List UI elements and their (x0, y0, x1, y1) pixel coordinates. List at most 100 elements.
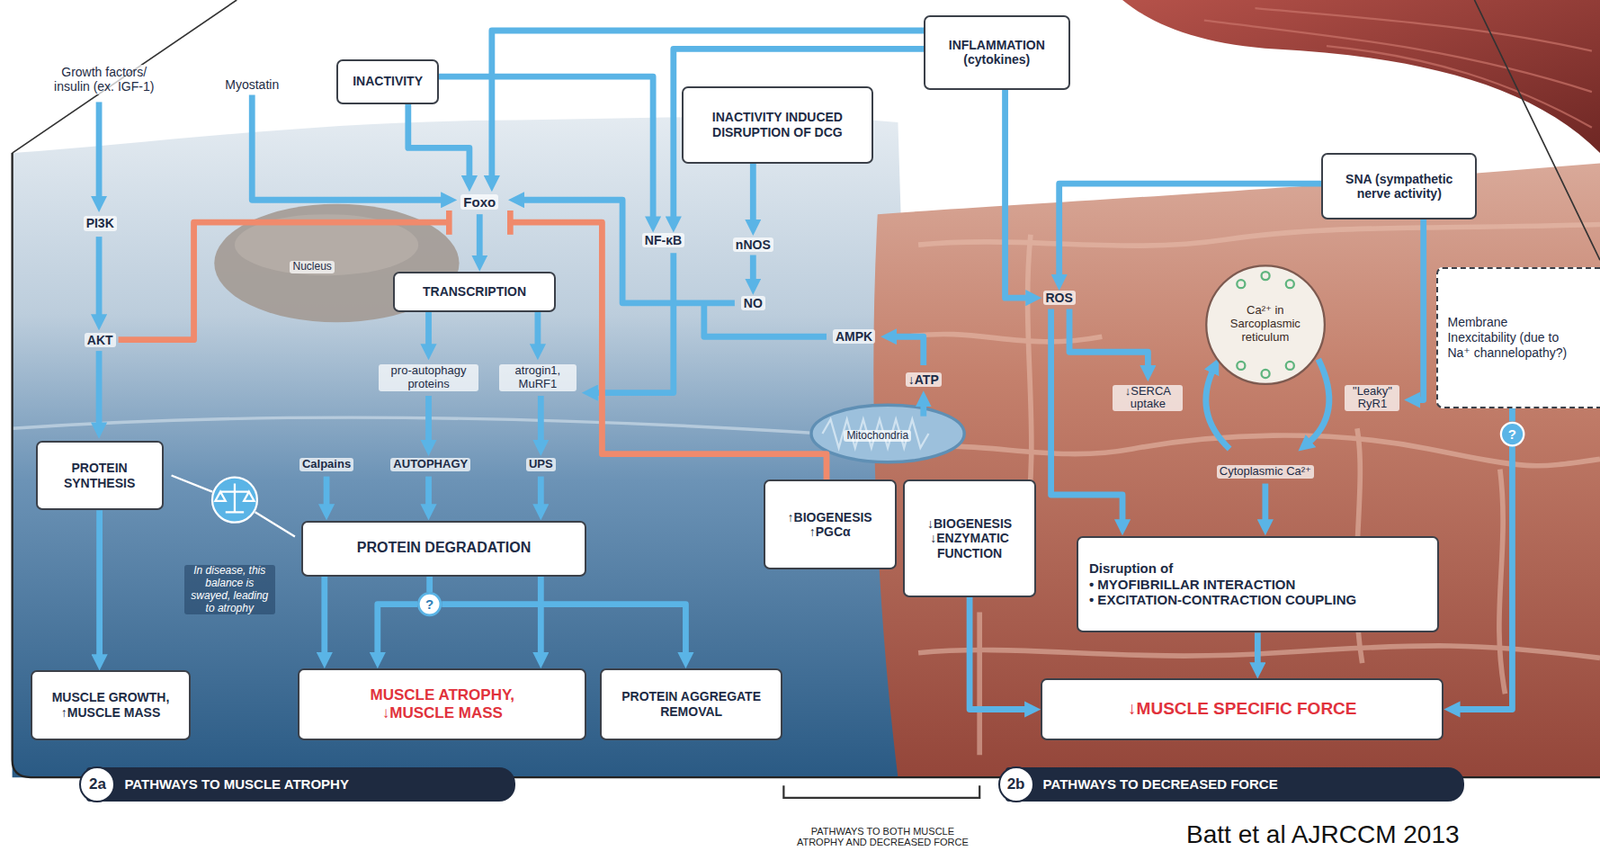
process-box: ↑BIOGENESIS ↑PGCα (763, 479, 897, 570)
drawn-path (96, 350, 103, 429)
node-text: INACTIVITY INDUCED DISRUPTION OF DCG (694, 109, 861, 140)
calcium-dot (1236, 361, 1245, 370)
reticulum-circle: Ca²⁺ in Sarcoplasmic reticulum (1204, 263, 1327, 386)
node-text: ↑BIOGENESIS ↑PGCα (776, 509, 885, 540)
signal-arrow (426, 576, 433, 592)
balance-icon (212, 477, 258, 523)
signal-label: Cytoplasmic Ca²⁺ (1216, 464, 1314, 479)
signal-label: ROS (1043, 290, 1076, 305)
drawn-path (537, 476, 545, 510)
node-text: SNA (sympathetic nerve activity) (1333, 171, 1465, 202)
panel-number: 2b (998, 766, 1035, 803)
drawn-path (323, 476, 331, 510)
drawn-path (96, 101, 103, 202)
muscle-fiber (12, 116, 919, 778)
calcium-dot (1260, 271, 1270, 280)
signal-label: ↓ATP (905, 372, 942, 387)
calcium-dot (1236, 279, 1245, 288)
panel-band: 2aPATHWAYS TO MUSCLE ATROPHY (86, 767, 516, 801)
drawn-path (1499, 469, 1506, 694)
signal-label: AMPK (832, 329, 876, 344)
signal-label: Foxo (460, 194, 499, 210)
process-box: Disruption of• MYOFIBRILLAR INTERACTION•… (1076, 536, 1440, 634)
signal-arrow (1454, 446, 1513, 710)
calcium-dot (1286, 279, 1295, 288)
drawn-path (1414, 208, 1424, 400)
signal-label: Batt et al AJRCCM 2013 (1183, 820, 1462, 850)
node-text: PATHWAYS TO DECREASED FORCE (1043, 776, 1279, 792)
node-text: PATHWAYS TO MUSCLE ATROPHY (124, 776, 349, 792)
signal-label: NO (741, 295, 766, 311)
outcome-box: ↓MUSCLE SPECIFIC FORCE (1040, 678, 1444, 740)
mitochondrion (811, 404, 965, 463)
node-text: MUSCLE ATROPHY, ↓MUSCLE MASS (348, 686, 537, 723)
drawn-path (976, 611, 983, 755)
leader-line (171, 474, 295, 537)
signal-label: ↓SERCA uptake (1112, 384, 1183, 412)
drawn-path (425, 476, 432, 510)
signal-label: Myostatin (222, 77, 282, 92)
node-text: ↓MUSCLE SPECIFIC FORCE (1127, 698, 1357, 719)
drawn-path (704, 303, 827, 337)
factor-box: SNA (sympathetic nerve activity) (1321, 152, 1477, 220)
node-text: ? (1508, 426, 1517, 442)
drawn-path (476, 214, 483, 261)
signal-label: AKT (84, 332, 117, 348)
node-text: ? (425, 596, 434, 612)
node-text: ↓BIOGENESIS ↓ENZYMATIC FUNCTION (915, 516, 1024, 562)
node-text: MUSCLE GROWTH, ↑MUSCLE MASS (43, 689, 179, 720)
node-text: PROTEIN AGGREGATE REMOVAL (612, 688, 770, 719)
reticulum-outline (1206, 265, 1325, 385)
drawn-path (509, 222, 827, 484)
question-marker: ? (417, 591, 442, 617)
signal-label: AUTOPHAGY (390, 457, 471, 472)
signal-label: pro-autophagy proteins (378, 364, 479, 392)
signal-arrows (98, 30, 1424, 526)
signal-label: "Leaky" RyR1 (1344, 384, 1400, 412)
factor-box: INFLAMMATION (cytokines) (923, 15, 1071, 90)
drawn-path (96, 236, 103, 321)
signal-arrow (321, 576, 328, 659)
signal-arrow (969, 597, 1031, 710)
node-text: • EXCITATION-CONTRACTION COUPLING (1089, 591, 1357, 608)
node-text: • MYOFIBRILLAR INTERACTION (1089, 576, 1296, 593)
signal-label: NF-κB (642, 232, 685, 248)
drawn-path (491, 30, 949, 182)
drawn-path (912, 435, 1600, 466)
outcome-box: MUSCLE ATROPHY, ↓MUSCLE MASS (297, 668, 587, 740)
drawn-path (673, 48, 949, 223)
drawn-path (1051, 309, 1123, 526)
calcium-dot (1286, 361, 1295, 370)
calcium-dot (1260, 369, 1270, 378)
process-box: ↓BIOGENESIS ↓ENZYMATIC FUNCTION (902, 479, 1037, 597)
question-marker: ? (1500, 421, 1525, 447)
process-box: PROTEIN DEGRADATION (301, 520, 588, 577)
signal-arrow (441, 604, 686, 659)
outcome-box: MUSCLE GROWTH, ↑MUSCLE MASS (30, 670, 191, 740)
drawn-path (537, 395, 545, 447)
signal-label: atrogin1, MuRF1 (499, 364, 577, 392)
hypothesis-box: Membrane Inexcitability (due to Na⁺ chan… (1436, 267, 1600, 409)
signal-label: In disease, this balance is swayed, lead… (184, 564, 276, 615)
drawn-path (750, 152, 757, 226)
node-text: Ca²⁺ in Sarcoplasmic reticulum (1224, 303, 1306, 345)
panel-outline (12, 152, 1600, 778)
process-box: PROTEIN SYNTHESIS (35, 440, 164, 510)
drawn-path (425, 395, 432, 447)
node-text: Disruption of (1089, 560, 1173, 577)
drawn-path (918, 223, 1600, 246)
node-text: PROTEIN SYNTHESIS (50, 460, 150, 491)
drawn-path (1059, 183, 1327, 281)
signal-label: UPS (526, 457, 556, 472)
marker-circle (418, 592, 440, 615)
drawn-path (425, 305, 432, 350)
balance-symbol (214, 483, 254, 513)
marker-circle (1501, 421, 1524, 445)
panel-band: 2bPATHWAYS TO DECREASED FORCE (1005, 767, 1466, 801)
node-text: PROTEIN DEGRADATION (357, 539, 531, 557)
signal-arrow (96, 509, 103, 661)
process-box: TRANSCRIPTION (393, 271, 557, 313)
signal-label: PATHWAYS TO BOTH MUSCLE ATROPHY AND DECR… (785, 825, 980, 849)
